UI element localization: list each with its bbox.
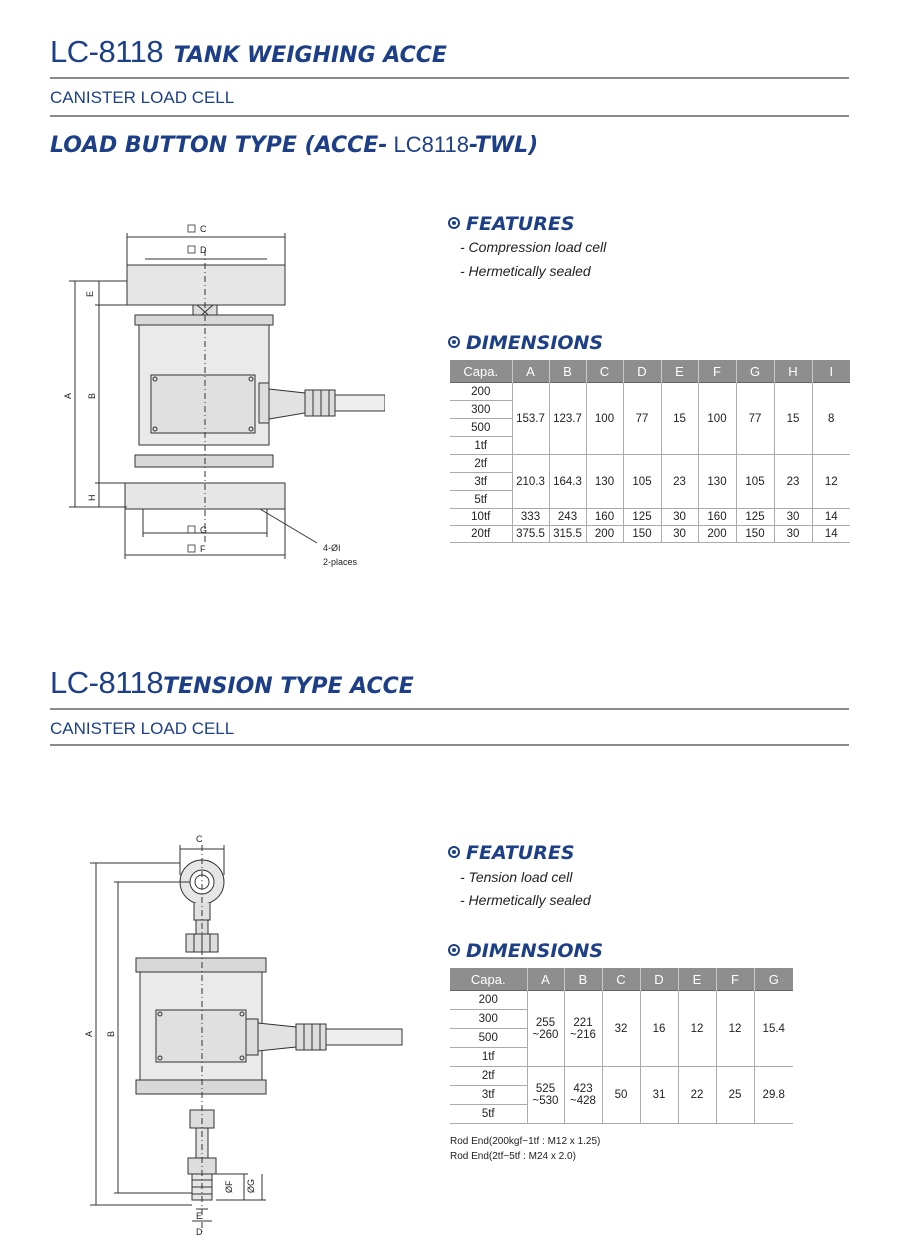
table-row: 500	[450, 1028, 793, 1048]
section1-header: LC-8118 TANK WEIGHING ACCE	[50, 34, 447, 70]
dim-f-label: F	[200, 544, 206, 554]
type-model: LC8118	[387, 132, 469, 157]
table-row: 3tf	[450, 472, 850, 491]
table-row: 300	[450, 1009, 793, 1029]
table-header-row: Capa. A B C D E F G H I	[450, 360, 850, 383]
section2-features-heading: FEATURES	[448, 842, 575, 864]
rod-end-note-1: Rod End(200kgf~1tf : M12 x 1.25)	[450, 1136, 601, 1147]
section1-type-heading: LOAD BUTTON TYPE (ACCE- LC8118-TWL)	[50, 132, 538, 158]
table-row: 500	[450, 418, 850, 437]
dim-c-label: C	[196, 834, 203, 844]
table-row: 5tf	[450, 490, 850, 509]
section2-top-rule	[50, 708, 849, 710]
dim-c-label: C	[200, 224, 207, 234]
dim-of-label: ØF	[224, 1180, 234, 1193]
section1-subtitle: CANISTER LOAD CELL	[50, 88, 235, 107]
table-row: 1tf	[450, 1047, 793, 1067]
dim-e-label: E	[196, 1211, 202, 1221]
table-header-row: Capa. A B C D E F G	[450, 968, 793, 991]
rod-end-note-2: Rod End(2tf~5tf : M24 x 2.0)	[450, 1151, 576, 1162]
dim-d-label: D	[196, 1227, 203, 1237]
section1-features-heading: FEATURES	[448, 213, 575, 235]
bullet-icon	[448, 336, 460, 348]
load-button-diagram: C D E A B H G F 4-ØI 2-places	[63, 224, 385, 567]
section1-top-rule	[50, 77, 849, 79]
table-row: 3tf	[450, 1085, 793, 1105]
table-row: 2tf 210.3 164.3 130 105 23 130 105 23 12	[450, 454, 850, 509]
type-suffix: -TWL)	[468, 133, 539, 158]
dim-h-label: H	[87, 495, 97, 502]
dim-g-label: G	[200, 525, 207, 535]
section1-sub-rule	[50, 115, 849, 117]
section2-dimension-table: Capa. A B C D E F G 200 255~260 221~216 …	[450, 968, 793, 1124]
section1-model: LC-8118	[50, 34, 164, 69]
table-row: 300	[450, 400, 850, 419]
table-row: 1tf	[450, 436, 850, 455]
dim-d-label: D	[200, 245, 207, 255]
bullet-icon	[448, 217, 460, 229]
dim-b-label: B	[106, 1031, 116, 1037]
table-row: 5tf	[450, 1104, 793, 1124]
section1-title: TANK WEIGHING ACCE	[173, 43, 447, 68]
table-row: 2tf 525~530 423~428 50 31 22 25 29.8	[450, 1066, 793, 1124]
section1-feature-1: - Compression load cell	[460, 239, 607, 255]
section2-header: LC-8118TENSION TYPE ACCE	[50, 665, 414, 701]
section2-feature-2: - Hermetically sealed	[460, 892, 591, 908]
section2-sub-rule	[50, 744, 849, 746]
table-row: 200 255~260 221~216 32 16 12 12 15.4	[450, 990, 793, 1067]
section1-dimensions-heading: DIMENSIONS	[448, 332, 603, 354]
bullet-icon	[448, 846, 460, 858]
dim-b-label: B	[87, 393, 97, 399]
type-prefix: LOAD BUTTON TYPE (ACCE-	[50, 133, 388, 158]
dim-e-label: E	[85, 291, 95, 297]
places-label: 2-places	[323, 557, 358, 567]
dim-a-label: A	[63, 393, 73, 399]
hole-label: 4-ØI	[323, 543, 341, 553]
table-row: 200 153.7 123.7 100 77 15 100 77 15 8	[450, 382, 850, 455]
section1-dimension-table: Capa. A B C D E F G H I 200 153.7 123.7 …	[450, 360, 850, 543]
section2-title: TENSION TYPE ACCE	[163, 674, 414, 699]
section2-model: LC-8118	[50, 665, 164, 700]
tension-diagram: C A B ØF ØG E D	[84, 834, 403, 1237]
section1-feature-2: - Hermetically sealed	[460, 263, 591, 279]
section2-feature-1: - Tension load cell	[460, 869, 573, 885]
dim-og-label: ØG	[246, 1179, 256, 1193]
bullet-icon	[448, 944, 460, 956]
dim-a-label: A	[84, 1031, 94, 1037]
section2-subtitle: CANISTER LOAD CELL	[50, 719, 235, 738]
table-row: 20tf 375.5 315.5 200 150 30 200 150 30 1…	[450, 525, 850, 543]
table-row: 10tf 333 243 160 125 30 160 125 30 14	[450, 508, 850, 526]
section2-dimensions-heading: DIMENSIONS	[448, 940, 603, 962]
